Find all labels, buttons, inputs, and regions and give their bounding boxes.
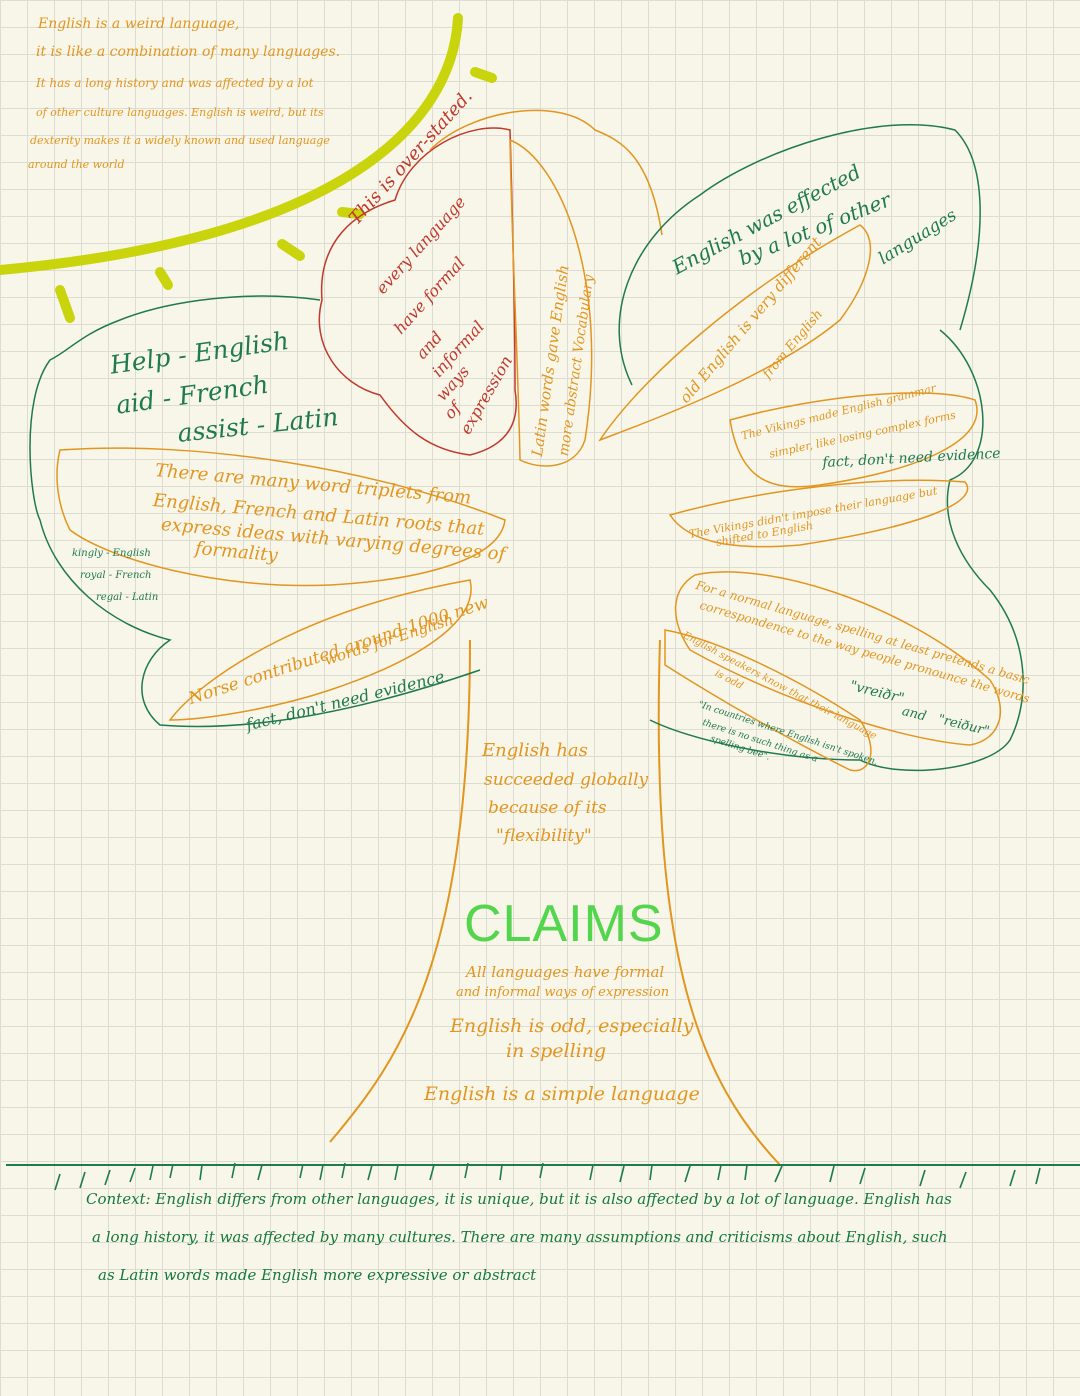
trunk-left-edge [329, 639, 471, 1143]
intro-line-1: English is a weird language, [38, 16, 240, 32]
top-right-leaf-outline [618, 123, 981, 386]
latin-leaf-outline [509, 138, 593, 467]
grass-mark [299, 1163, 304, 1179]
sun-ray [155, 267, 173, 290]
grass-mark [54, 1173, 61, 1191]
odd-leaf-outline [664, 629, 872, 772]
grass-mark [429, 1164, 435, 1181]
triplets-leaf-outline [56, 447, 506, 587]
grass-mark [1009, 1169, 1016, 1187]
sun-ray [470, 67, 497, 83]
grass-mark [959, 1171, 967, 1189]
grass-mark [464, 1162, 469, 1179]
grass-mark [829, 1165, 835, 1183]
trunk-line-1: English has [482, 740, 588, 761]
grass-mark [129, 1167, 136, 1183]
grass-mark [774, 1165, 783, 1183]
grass-mark [319, 1164, 324, 1181]
context-line-2: a long history, it was affected by many … [92, 1228, 948, 1246]
grass-mark [169, 1163, 174, 1179]
grass-mark [394, 1164, 399, 1181]
right-leaf-outline [649, 329, 1024, 772]
trunk-line-2: succeeded globally [484, 770, 649, 790]
intro-line-5: dexterity makes it a widely known and us… [30, 134, 330, 147]
trunk-right-edge [657, 639, 781, 1166]
context-line-1: Context: English differs from other lang… [86, 1190, 952, 1208]
grass-mark [1035, 1167, 1041, 1185]
grass-mark [199, 1164, 203, 1181]
grass-mark [79, 1171, 86, 1189]
grass-mark [649, 1164, 653, 1181]
sun-arc [0, 13, 463, 275]
grass-mark [499, 1164, 503, 1181]
grass-mark [231, 1162, 236, 1179]
claim-2-line-1: English is odd, especially [450, 1015, 694, 1037]
claim-1-line-2: and informal ways of expression [456, 985, 670, 1000]
claim-1-line-1: All languages have formal [466, 963, 665, 981]
red-leaf-outline [318, 127, 517, 456]
grass-mark [367, 1164, 373, 1181]
intro-line-3: It has a long history and was affected b… [36, 76, 314, 90]
top-crown-outline [429, 109, 663, 236]
sun-ray [337, 207, 365, 219]
context-line-3: as Latin words made English more express… [98, 1266, 537, 1284]
grass-mark [104, 1169, 111, 1186]
intro-line-2: it is like a combination of many languag… [36, 44, 341, 60]
intro-line-6: around the world [28, 158, 125, 171]
vikings-leaf-2-outline [668, 479, 969, 548]
grass-mark [619, 1165, 625, 1183]
grass-mark [257, 1164, 263, 1181]
grass-mark [919, 1169, 926, 1187]
grass-mark [717, 1164, 722, 1181]
norse-leaf-outline [168, 579, 472, 721]
grass-mark [341, 1162, 346, 1179]
grass-mark [684, 1165, 691, 1183]
trunk-line-4: "flexibility" [496, 826, 592, 846]
trunk-line-3: because of its [488, 798, 607, 818]
left-leaf-outline [29, 295, 481, 728]
claim-3: English is a simple language [424, 1083, 700, 1105]
sun-ray [55, 285, 75, 323]
kingly-line-1: kingly - English [72, 548, 151, 559]
grass-mark [149, 1165, 154, 1181]
intro-line-4: of other culture languages. English is w… [36, 106, 324, 119]
kingly-line-2: royal - French [80, 570, 152, 581]
kingly-line-3: regal - Latin [96, 592, 159, 603]
spelling-leaf-outline [674, 571, 1001, 746]
grass-mark [859, 1167, 866, 1185]
claims-heading: CLAIMS [464, 895, 664, 953]
grass-mark [589, 1164, 594, 1181]
grass-mark [539, 1162, 544, 1179]
claim-2-line-2: in spelling [506, 1040, 607, 1062]
grass-marks [54, 1162, 1041, 1191]
sun-ray [277, 239, 305, 261]
old-english-leaf-outline [598, 224, 872, 442]
grass-mark [744, 1164, 748, 1181]
vikings-leaf-1-outline [729, 392, 978, 488]
